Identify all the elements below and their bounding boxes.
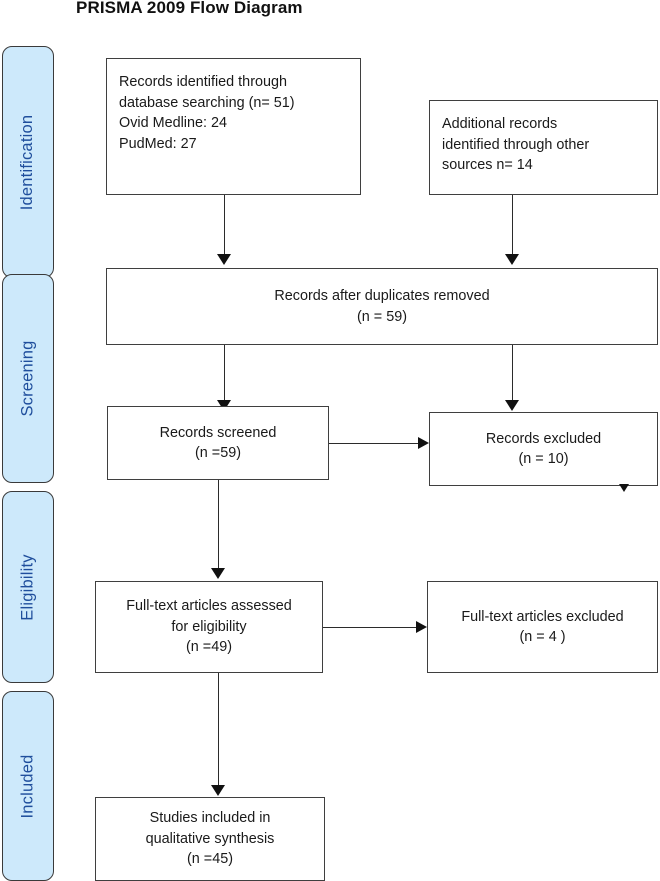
- stage-identification-label: Identification: [18, 114, 37, 210]
- node-line: identified through other: [442, 136, 590, 153]
- arrowhead-duplicates-to-screened: [217, 400, 231, 411]
- connector-other-to-duplicates: [512, 195, 513, 257]
- node-full-text-articles-assessed: Full-text articles assessed for eligibil…: [95, 581, 323, 673]
- node-line: Records screened: [159, 424, 277, 441]
- node-records-screened: Records screened (n =59): [107, 406, 329, 480]
- arrowhead-duplicates-to-excluded: [505, 400, 519, 411]
- stage-identification: Identification: [2, 46, 54, 278]
- node-line: (n =45): [187, 851, 233, 868]
- node-line: qualitative synthesis: [145, 830, 275, 847]
- node-line: (n = 10): [518, 451, 569, 467]
- arrowhead-screened-to-fulltext: [211, 568, 225, 579]
- stage-eligibility-label: Eligibility: [18, 553, 37, 621]
- node-line: sources n= 14: [442, 157, 533, 173]
- node-line: Records identified through: [119, 74, 287, 90]
- stage-included: Included: [2, 691, 54, 881]
- connector-assessed-to-included: [218, 673, 219, 788]
- node-line: Studies included in: [149, 810, 271, 827]
- arrowhead-database-to-duplicates: [217, 254, 231, 265]
- node-studies-included-qualitative: Studies included in qualitative synthesi…: [95, 797, 325, 881]
- node-line: (n = 59): [357, 308, 407, 325]
- page-title: PRISMA 2009 Flow Diagram: [76, 0, 303, 17]
- arrowhead-assessed-to-included: [211, 785, 225, 796]
- node-full-text-articles-excluded: Full-text articles excluded (n = 4 ): [427, 581, 658, 673]
- node-records-after-duplicates-removed: Records after duplicates removed (n = 59…: [106, 268, 658, 345]
- node-line: Full-text articles excluded: [461, 608, 624, 625]
- stage-screening: Screening: [2, 274, 54, 483]
- connector-duplicates-to-screened: [224, 345, 225, 403]
- stage-included-label: Included: [18, 754, 37, 818]
- node-line: PudMed: 27: [119, 135, 197, 152]
- node-line: (n =59): [195, 445, 241, 461]
- node-line: Full-text articles assessed: [126, 598, 292, 615]
- connector-duplicates-to-excluded: [512, 345, 513, 403]
- node-records-excluded: Records excluded (n = 10): [429, 412, 658, 486]
- node-line: for eligibility: [171, 618, 247, 635]
- arrowhead-other-to-duplicates: [505, 254, 519, 265]
- node-line: (n =49): [186, 639, 232, 656]
- node-records-identified-database: Records identified through database sear…: [106, 58, 361, 195]
- arrowhead-assessed-to-excluded: [416, 621, 427, 633]
- node-line: Records after duplicates removed: [274, 288, 490, 304]
- arrowhead-excluded-stray: [619, 484, 629, 492]
- connector-screened-to-fulltext: [218, 480, 219, 571]
- node-line: (n = 4 ): [519, 629, 566, 645]
- node-additional-records-other-sources: Additional records identified through ot…: [429, 100, 658, 195]
- connector-database-to-duplicates: [224, 195, 225, 257]
- stage-screening-label: Screening: [18, 340, 37, 417]
- connector-assessed-to-excluded: [323, 627, 417, 628]
- connector-screened-to-excluded: [329, 443, 419, 444]
- stage-eligibility: Eligibility: [2, 491, 54, 683]
- node-line: Records excluded: [485, 430, 602, 447]
- node-line: Ovid Medline: 24: [119, 115, 227, 131]
- node-line: database searching (n= 51): [119, 94, 295, 111]
- node-line: Additional records: [442, 116, 558, 132]
- arrowhead-screened-to-excluded: [418, 437, 429, 449]
